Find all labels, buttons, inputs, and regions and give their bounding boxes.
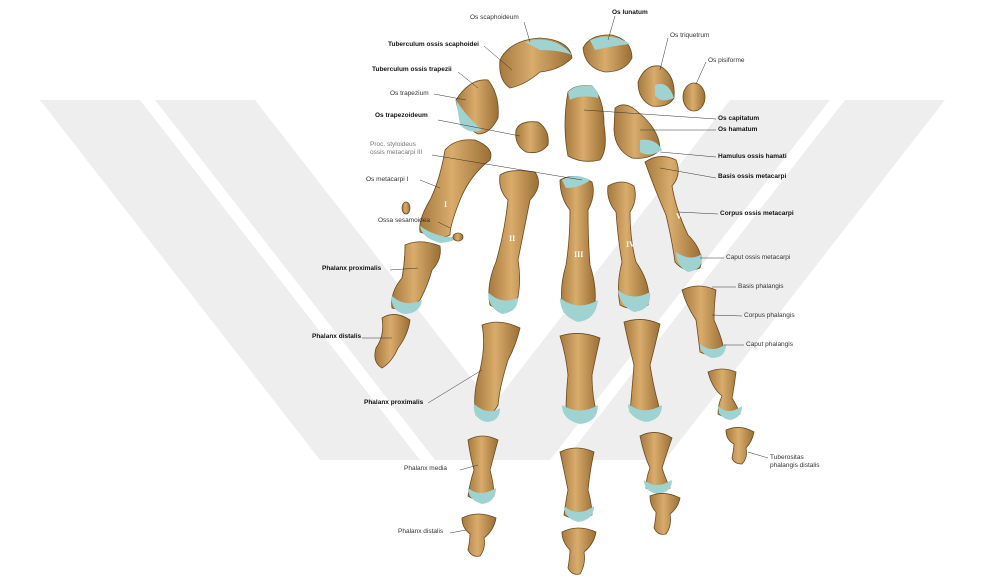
roman-numeral-iii: III xyxy=(574,250,583,259)
phalanx-distalis-v-bone xyxy=(726,427,754,464)
label-os-trapezoideum: Os trapezoideum xyxy=(375,112,428,120)
os-trapezoideum-bone xyxy=(516,122,549,153)
distal-phalanges xyxy=(462,427,754,574)
roman-numeral-v: V xyxy=(676,212,682,221)
label-hamulus-ossis-hamati: Hamulus ossis hamati xyxy=(718,153,787,161)
sesamoid-bone xyxy=(453,233,463,241)
label-corpus-phalangis: Corpus phalangis xyxy=(744,312,795,320)
label-tuberculum-scaphoidei: Tuberculum ossis scaphoidei xyxy=(388,41,479,49)
label-tuberositas-phalangis: Tuberositas xyxy=(770,454,804,462)
phalanx-distalis-ii-bone xyxy=(462,514,496,556)
label-os-metacarpi-i: Os metacarpi I xyxy=(366,176,408,184)
label-ossa-sesamoidea: Ossa sesamoidea xyxy=(378,217,430,225)
phalanx-proximalis-iii-bone xyxy=(560,333,600,415)
sesamoid-bone xyxy=(402,202,410,214)
phalanx-proximalis-v-bone xyxy=(682,286,724,355)
label-os-capitatum: Os capitatum xyxy=(718,115,759,123)
label-corpus-ossis-metacarpi: Corpus ossis metacarpi xyxy=(720,210,794,218)
label-caput-phalangis: Caput phalangis xyxy=(746,341,793,349)
os-metacarpi-v-bone xyxy=(645,156,701,270)
label-basis-phalangis: Basis phalangis xyxy=(738,283,784,291)
label-os-hamatum: Os hamatum xyxy=(718,126,757,134)
roman-numeral-i: I xyxy=(444,200,447,209)
label-os-triquetrum: Os triquetrum xyxy=(670,32,709,40)
thumb-phalanx-proximalis-bone xyxy=(392,242,441,309)
metacarpal-bones xyxy=(402,140,702,322)
label-phalanx-proximalis-thumb: Phalanx proximalis xyxy=(322,265,381,273)
label-phalanx-distalis: Phalanx distalis xyxy=(398,528,443,536)
label-os-pisiforme: Os pisiforme xyxy=(708,57,744,65)
label-proc-styloideus-2: ossis metacarpi III xyxy=(370,149,422,157)
label-phalanx-media: Phalanx media xyxy=(404,465,447,473)
thumb-phalanx-distalis-bone xyxy=(375,314,410,368)
os-metacarpi-i-bone xyxy=(420,140,491,237)
roman-numeral-iv: IV xyxy=(626,240,635,249)
phalanx-distalis-iv-bone xyxy=(650,493,680,534)
phalanx-proximalis-ii-bone xyxy=(475,322,520,416)
label-os-trapezium: Os trapezium xyxy=(390,90,429,98)
label-phalanx-distalis-thumb: Phalanx distalis xyxy=(312,333,361,341)
label-os-scaphoideum: Os scaphoideum xyxy=(470,14,519,22)
label-proc-styloideus: Proc. styloideus xyxy=(370,141,416,149)
label-caput-ossis-metacarpi: Caput ossis metacarpi xyxy=(726,254,790,262)
phalanx-proximalis-iv-bone xyxy=(624,319,660,415)
label-basis-ossis-metacarpi: Basis ossis metacarpi xyxy=(718,173,786,181)
thumb-phalanges xyxy=(375,242,440,368)
roman-numeral-ii: II xyxy=(509,234,515,243)
label-tuberculum-trapezii: Tuberculum ossis trapezii xyxy=(372,66,452,74)
phalanx-distalis-iii-bone xyxy=(562,528,596,574)
label-phalanx-proximalis: Phalanx proximalis xyxy=(364,399,423,407)
os-metacarpi-iii-bone xyxy=(560,176,595,315)
label-tuberositas-phalangis-2: phalangis distalis xyxy=(770,462,820,470)
middle-phalanges xyxy=(468,369,742,522)
os-pisiforme-bone xyxy=(683,83,705,111)
label-os-lunatum: Os lunatum xyxy=(612,9,648,17)
